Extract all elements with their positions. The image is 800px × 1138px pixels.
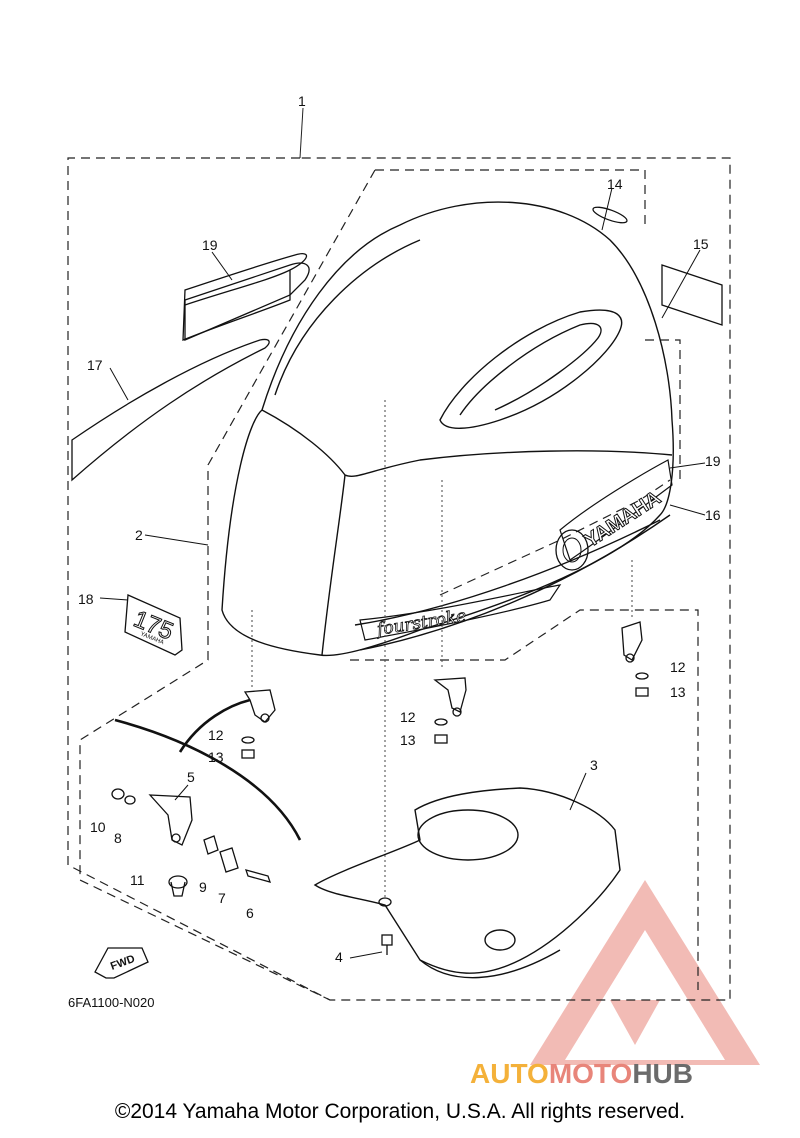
copyright-notice: ©2014 Yamaha Motor Corporation, U.S.A. A…	[114, 1100, 686, 1123]
callout-12-left: 12	[208, 727, 224, 743]
leader-lines	[99, 187, 706, 959]
callout-14: 14	[607, 176, 623, 192]
yamaha-decal-text: YAMAHA	[581, 487, 665, 552]
fourstroke-decal: fourstroke	[359, 584, 562, 641]
callout-5: 5	[187, 769, 195, 785]
detail-latch-parts	[111, 788, 272, 897]
side-decal-upper	[182, 253, 308, 341]
bottom-cowling	[313, 787, 621, 979]
callout-4: 4	[335, 949, 343, 965]
callout-11: 11	[130, 872, 145, 888]
callout-8: 8	[114, 830, 122, 846]
reference-code: 6FA1100-N020	[68, 995, 155, 1010]
watermark-moto: MOTO	[548, 1058, 633, 1089]
watermark-auto: AUTO	[470, 1058, 549, 1089]
callout-15: 15	[693, 236, 709, 252]
group-bracket	[114, 718, 302, 841]
callout-1: 1	[298, 93, 306, 109]
decal-14	[592, 206, 628, 224]
watermark-text: AUTOMOTOHUB	[470, 1058, 693, 1090]
latch-left	[243, 689, 276, 723]
side-decal-lower	[71, 338, 270, 482]
group-bracket-split	[178, 698, 251, 753]
callout-13-right: 13	[670, 684, 686, 700]
callout-17: 17	[87, 357, 103, 373]
callout-3: 3	[590, 757, 598, 773]
callout-6: 6	[246, 905, 254, 921]
forward-arrow-icon: FWD	[94, 947, 149, 979]
callout-19-right: 19	[705, 453, 721, 469]
latch-right	[621, 621, 643, 663]
watermark-logo-icon	[530, 880, 760, 1065]
callout-16: 16	[705, 507, 721, 523]
callout-7: 7	[218, 890, 226, 906]
washers-and-nuts	[241, 672, 649, 759]
callout-9: 9	[199, 879, 207, 895]
yamaha-decal: YAMAHA	[555, 459, 673, 571]
alignment-lines	[251, 400, 633, 900]
latch-middle	[433, 677, 467, 717]
callout-2: 2	[135, 527, 143, 543]
callout-13-middle: 13	[400, 732, 416, 748]
model-badge: 175 YAMAHA	[124, 594, 183, 656]
watermark-hub: HUB	[632, 1058, 693, 1089]
callout-12-middle: 12	[400, 709, 416, 725]
side-decal-upper-body	[184, 262, 310, 341]
bolt-4	[378, 897, 393, 955]
callout-13-left: 13	[208, 749, 224, 765]
decal-15	[661, 264, 723, 326]
callout-12-right: 12	[670, 659, 686, 675]
callout-10: 10	[90, 819, 106, 835]
top-cowling	[221, 201, 674, 657]
callout-18: 18	[78, 591, 94, 607]
callout-19-left: 19	[202, 237, 218, 253]
assembly-boundary	[67, 157, 731, 1001]
